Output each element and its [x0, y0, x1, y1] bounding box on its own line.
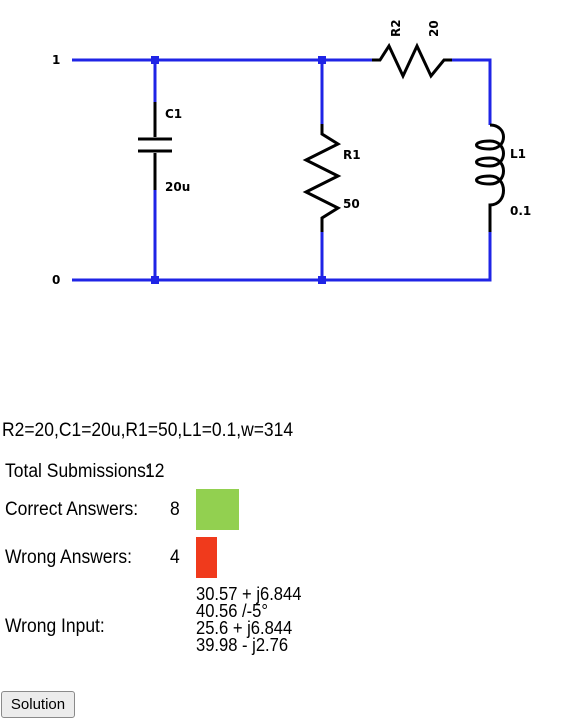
wrong-input-item: 40.56 /-5° [196, 601, 268, 621]
resistor-r1 [302, 124, 342, 232]
node-label-0: 0 [52, 273, 60, 287]
junction-dot [151, 276, 159, 284]
wrong-input-item: 25.6 + j6.844 [196, 618, 293, 638]
capacitor-c1 [138, 102, 172, 190]
wrong-input-item: 39.98 - j2.76 [196, 635, 289, 655]
circuit-diagram: 1 0 C1 20u R1 50 R2 20 L1 0.1 [52, 19, 531, 287]
correct-answers-label: Correct Answers: [5, 499, 139, 520]
l1-value: 0.1 [510, 204, 531, 218]
junction-dot [318, 56, 326, 64]
correct-answers-value: 8 [170, 499, 180, 520]
bottom-wire [72, 232, 492, 282]
wrong-input-item: 30.57 + j6.844 [196, 584, 302, 604]
wrong-answers-value: 4 [170, 547, 180, 568]
total-submissions-value: 12 [145, 461, 165, 482]
wrong-answers-bar [196, 537, 217, 578]
junction-dot [151, 56, 159, 64]
c1-label: C1 [165, 107, 182, 121]
solution-button[interactable]: Solution [1, 691, 75, 718]
wrong-input-list: 30.57 + j6.844 40.56 /-5° 25.6 + j6.844 … [196, 584, 302, 655]
junction-dot [318, 276, 326, 284]
resistor-r2 [372, 42, 452, 80]
wrong-input-label: Wrong Input: [5, 616, 105, 637]
wrong-answers-label: Wrong Answers: [5, 547, 132, 568]
c1-value: 20u [165, 180, 190, 194]
problem-parameters: R2=20,C1=20u,R1=50,L1=0.1,w=314 [2, 420, 294, 441]
r2-value: 20 [427, 20, 441, 37]
node-label-1: 1 [52, 53, 60, 67]
l1-label: L1 [510, 147, 526, 161]
inductor-l1 [475, 123, 505, 232]
top-right-wire [452, 58, 492, 125]
r1-label: R1 [343, 148, 361, 162]
r1-value: 50 [343, 197, 360, 211]
correct-answers-bar [196, 489, 239, 530]
total-submissions-label: Total Submissions: [5, 461, 151, 482]
r2-label: R2 [389, 19, 403, 37]
